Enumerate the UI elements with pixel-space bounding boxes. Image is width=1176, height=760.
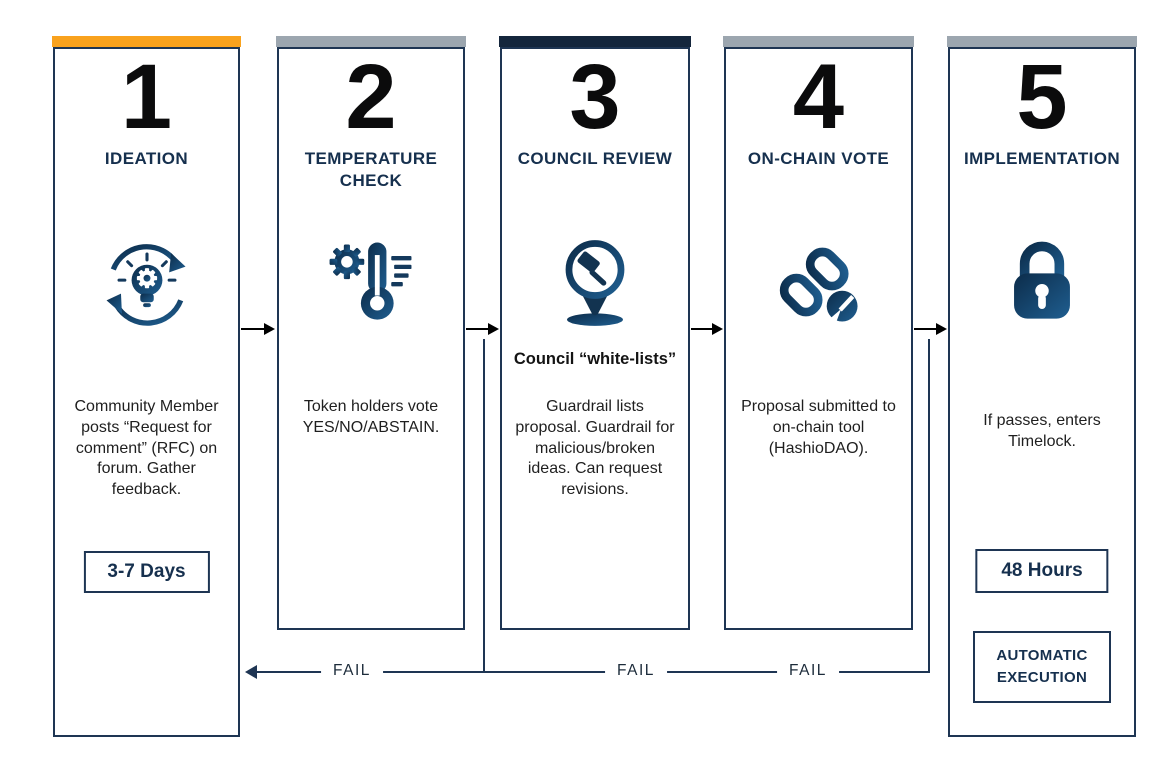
step-number: 4	[792, 46, 845, 148]
step-description: If passes, enters Timelock.	[983, 412, 1101, 450]
automatic-execution-badge: AUTOMATIC EXECUTION	[973, 631, 1111, 703]
fail-label: FAIL	[321, 662, 383, 680]
step-card-4: 4 ON-CHAIN VOTE Proposal submitted to on…	[724, 47, 913, 630]
fail-drop-line-right	[928, 339, 930, 672]
step-description: Token holders vote YES/NO/ABSTAIN.	[302, 398, 440, 436]
temperature-check-icon	[279, 227, 463, 339]
step-lead-text: Council “white-lists”	[513, 350, 677, 368]
fail-label: FAIL	[777, 662, 839, 680]
step-number: 5	[1016, 46, 1068, 148]
step-description: Community Member posts “Request for comm…	[74, 398, 219, 499]
step-card-2: 2 TEMPERATURE CHECK	[277, 47, 465, 630]
step-1-top-bar	[52, 36, 241, 47]
step-2-top-bar	[276, 36, 466, 47]
ideation-cycle-icon	[55, 227, 238, 339]
council-gavel-pin-icon	[502, 227, 688, 339]
step-title: IMPLEMENTATION	[963, 149, 1121, 168]
fail-return-line	[254, 671, 930, 673]
duration-badge: 3-7 Days	[83, 551, 210, 593]
fail-return-arrowhead	[245, 665, 257, 679]
arrow-step1-to-step2	[241, 323, 275, 335]
step-card-3: 3 COUNCIL REVIEW Council “white-lists” G…	[500, 47, 690, 630]
step-description: Guardrail lists proposal. Guardrail for …	[515, 398, 675, 499]
step-number: 2	[345, 46, 397, 148]
step-title: COUNCIL REVIEW	[517, 149, 673, 168]
arrow-step4-to-step5	[914, 323, 947, 335]
duration-badge: 48 Hours	[975, 549, 1109, 593]
step-title: IDEATION	[104, 149, 189, 168]
step-number: 3	[569, 46, 621, 148]
step-4-top-bar	[723, 36, 914, 47]
step-title: TEMPERATURE CHECK	[304, 149, 438, 191]
step-card-5: 5 IMPLEMENTATION If passes, enters Timel…	[948, 47, 1136, 737]
step-description: Proposal submitted to on-chain tool (Has…	[741, 398, 896, 457]
arrow-step3-to-step4	[691, 323, 723, 335]
step-3-top-bar	[499, 36, 691, 47]
chain-link-icon	[726, 227, 911, 339]
step-title: ON-CHAIN VOTE	[747, 149, 890, 168]
padlock-icon	[950, 227, 1134, 339]
fail-label: FAIL	[605, 662, 667, 680]
step-number: 1	[120, 46, 173, 148]
arrow-step2-to-step3	[466, 323, 499, 335]
step-card-1: 1 IDEATION	[53, 47, 240, 737]
step-5-top-bar	[947, 36, 1137, 47]
fail-drop-line-left	[483, 339, 485, 672]
